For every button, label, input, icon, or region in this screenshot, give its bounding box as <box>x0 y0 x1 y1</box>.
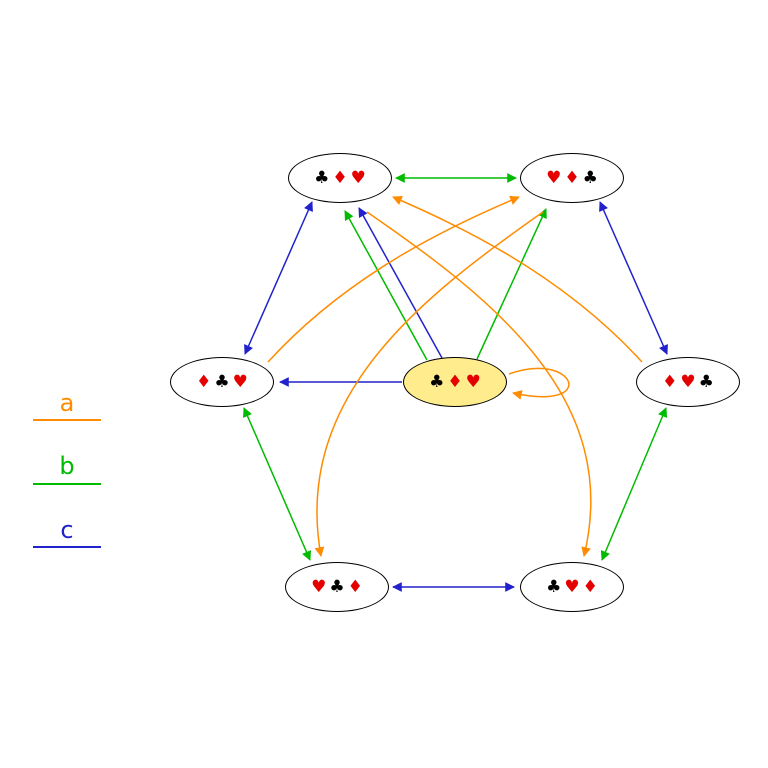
suit-glyph: ♣ <box>582 167 598 188</box>
suit-glyph: ♥ <box>546 167 562 188</box>
edge-c-center-top-left <box>358 207 443 359</box>
suit-glyph: ♣ <box>329 576 345 597</box>
edge-c-top-left-mid-left <box>244 201 313 355</box>
node-mid-left: ♦ ♣ ♥ <box>170 357 274 407</box>
suit-glyph: ♥ <box>680 371 696 392</box>
legend: a b c <box>33 390 101 580</box>
suit-glyph: ♦ <box>347 576 363 597</box>
suit-glyph: ♣ <box>429 371 445 392</box>
legend-label-a: a <box>59 389 75 417</box>
legend-line-c <box>33 546 101 549</box>
suit-glyph: ♥ <box>564 576 580 597</box>
edge-b-center-top-right <box>476 208 547 360</box>
suit-glyph: ♥ <box>465 371 481 392</box>
suit-glyph: ♥ <box>232 371 248 392</box>
edge-a-center-self-loop <box>508 367 570 400</box>
legend-item-c: c <box>33 515 101 549</box>
suit-glyph: ♦ <box>332 167 348 188</box>
legend-label-b: b <box>59 452 75 481</box>
suit-glyph: ♦ <box>662 371 678 392</box>
node-center-highlighted: ♣ ♦ ♥ <box>403 357 507 407</box>
suit-glyph: ♣ <box>698 371 714 392</box>
edge-a-mid-right-top-left <box>392 196 643 363</box>
node-bottom-right: ♣ ♥ ♦ <box>520 562 624 612</box>
legend-line-b <box>33 482 101 485</box>
suit-glyph: ♦ <box>582 576 598 597</box>
edge-b-mid-right-bottom-right <box>600 407 668 561</box>
suit-glyph: ♣ <box>546 576 562 597</box>
legend-line-a <box>33 419 101 422</box>
edge-c-top-right-mid-right <box>599 201 668 355</box>
node-bottom-left: ♥ ♣ ♦ <box>285 562 389 612</box>
suit-glyph: ♦ <box>196 371 212 392</box>
suit-glyph: ♥ <box>350 167 366 188</box>
node-mid-right: ♦ ♥ ♣ <box>636 357 740 407</box>
legend-label-c: c <box>60 515 74 544</box>
edge-a-mid-left-top-right <box>267 195 520 363</box>
node-top-right: ♥ ♦ ♣ <box>520 153 624 203</box>
edge-b-center-top-left <box>344 210 428 361</box>
suit-glyph: ♥ <box>311 576 327 597</box>
legend-item-b: b <box>33 452 101 485</box>
suit-glyph: ♦ <box>447 371 463 392</box>
suit-glyph: ♣ <box>314 167 330 188</box>
suit-glyph: ♦ <box>564 167 580 188</box>
suit-glyph: ♣ <box>214 371 230 392</box>
edge-b-mid-left-bottom-left <box>243 407 311 561</box>
node-top-left: ♣ ♦ ♥ <box>288 153 392 203</box>
legend-item-a: a <box>33 389 101 422</box>
